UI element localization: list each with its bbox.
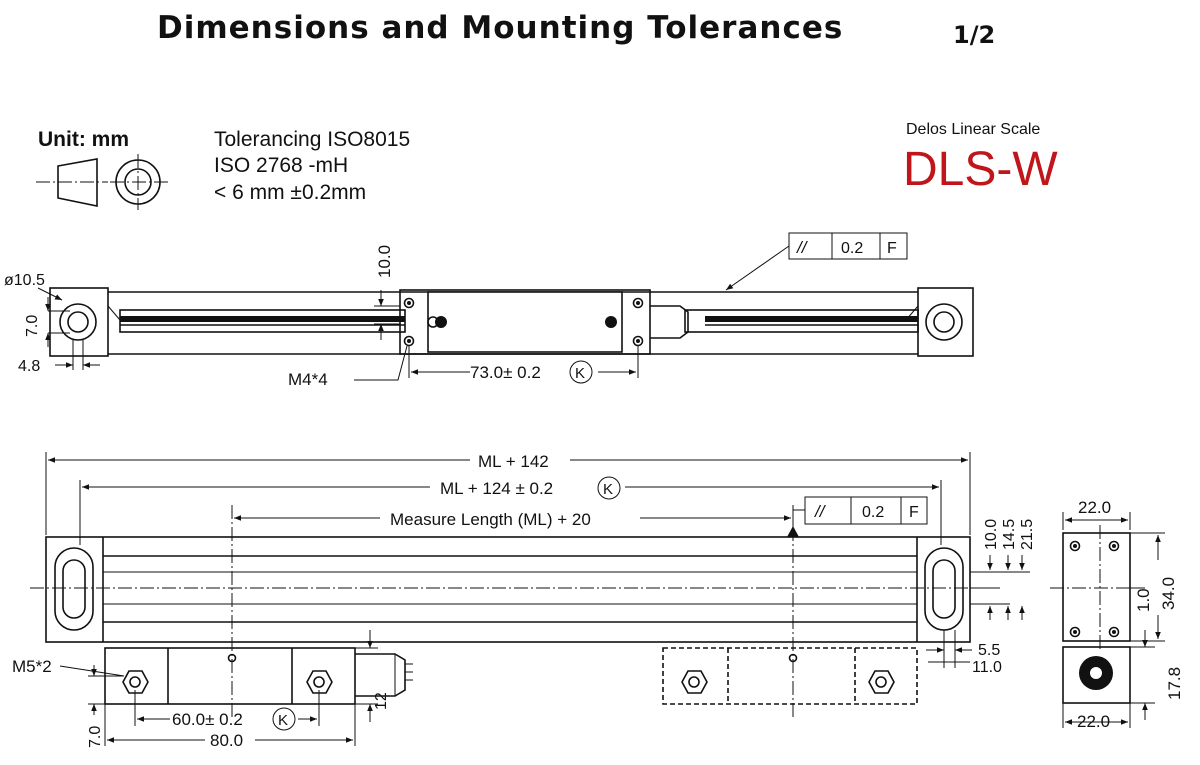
side-view: 22.0 34.0 1.0 17.8 22.0: [1050, 498, 1184, 731]
top-spacing-label: 73.0± 0.2: [470, 363, 541, 382]
top-spacing-k: K: [575, 365, 585, 382]
front-dim-11: 11.0: [972, 659, 1002, 676]
projection-symbol-icon: [36, 154, 170, 210]
top-view: ø10.5 7.0 4.8 10.0 M4*4 73.0± 0.2 K: [4, 232, 974, 389]
tolerancing-line-2: ISO 2768 -mH: [214, 154, 348, 177]
side-top-width: 22.0: [1078, 498, 1111, 517]
front-parallel-datum: F: [909, 504, 919, 521]
front-overall-label: ML + 142: [478, 452, 549, 471]
front-dim-14-5: 14.5: [1001, 519, 1018, 550]
top-parallel-symbol: //: [796, 238, 809, 257]
front-dim-12: 12: [373, 692, 390, 710]
front-reader-k: K: [278, 712, 288, 729]
front-measure-label: Measure Length (ML) + 20: [390, 510, 591, 529]
front-reader-pitch: 60.0± 0.2: [172, 710, 243, 729]
brand-subtitle: Delos Linear Scale: [906, 121, 1040, 138]
front-mount-label: ML + 124 ± 0.2: [440, 479, 553, 498]
top-dia-label: ø10.5: [4, 272, 45, 289]
front-mount-k: K: [603, 481, 613, 498]
tolerancing-line-1: Tolerancing ISO8015: [214, 128, 410, 151]
front-dim-7: 7.0: [87, 726, 104, 748]
front-reader-length: 80.0: [210, 731, 243, 750]
brand-model: DLS-W: [903, 143, 1058, 196]
tolerancing-line-3: < 6 mm ±0.2mm: [214, 181, 366, 204]
page-number: 1/2: [953, 21, 995, 49]
front-dim-10: 10.0: [983, 519, 1000, 550]
front-dim-5-5: 5.5: [978, 642, 1000, 659]
page-title: Dimensions and Mounting Tolerances: [157, 10, 843, 46]
front-screw-label: M5*2: [12, 657, 52, 676]
front-parallel-symbol: //: [814, 502, 827, 521]
top-dim-4-8: 4.8: [18, 358, 40, 375]
side-bottom-width: 22.0: [1077, 712, 1110, 731]
unit-label: Unit: mm: [38, 128, 129, 151]
side-base-height: 17.8: [1165, 667, 1184, 700]
top-dim-10: 10.0: [375, 245, 394, 278]
top-dim-7: 7.0: [24, 315, 41, 337]
front-parallel-value: 0.2: [862, 504, 884, 521]
top-parallel-datum: F: [887, 240, 897, 257]
side-offset: 1.0: [1134, 588, 1153, 612]
top-parallel-value: 0.2: [841, 240, 863, 257]
side-height: 34.0: [1159, 577, 1178, 610]
front-view: ML + 142 ML + 124 ± 0.2 K Measure Length…: [12, 452, 1036, 750]
front-dim-21-5: 21.5: [1019, 519, 1036, 550]
top-screw-label: M4*4: [288, 370, 328, 389]
